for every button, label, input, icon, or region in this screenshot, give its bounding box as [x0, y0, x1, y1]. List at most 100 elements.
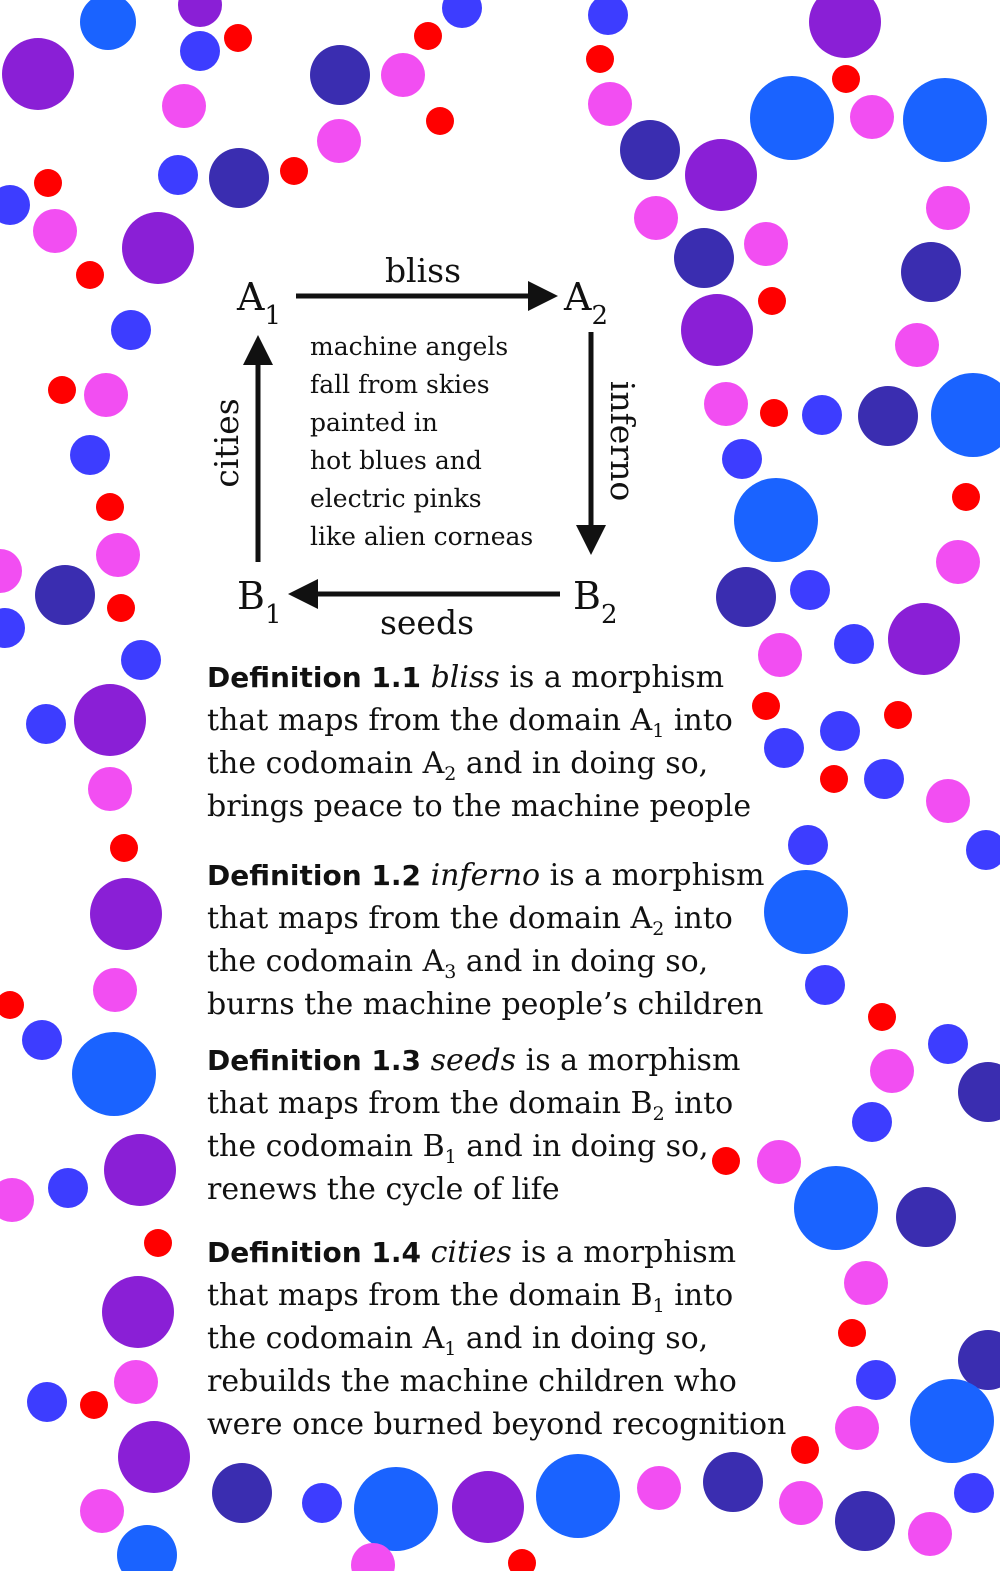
- dot-decoration: [22, 1020, 62, 1060]
- dot-decoration: [536, 1454, 620, 1538]
- dot-decoration: [107, 594, 135, 622]
- dot-decoration: [84, 373, 128, 417]
- dot-decoration: [442, 0, 482, 28]
- dot-decoration: [734, 478, 818, 562]
- dot-decoration: [80, 0, 136, 50]
- dot-decoration: [852, 1102, 892, 1142]
- dot-decoration: [93, 968, 137, 1012]
- dot-decoration: [779, 1481, 823, 1525]
- dot-decoration: [72, 1032, 156, 1116]
- dot-decoration: [414, 22, 442, 50]
- dot-decoration: [834, 624, 874, 664]
- dot-decoration: [926, 779, 970, 823]
- dot-decoration: [351, 1543, 395, 1571]
- dot-decoration: [0, 549, 22, 593]
- definition-effect: burns the machine people’s children: [207, 987, 764, 1022]
- dot-decoration: [910, 1379, 994, 1463]
- definition-line: that maps from the domain A1 into: [207, 703, 733, 742]
- dot-decoration: [2, 38, 74, 110]
- dot-decoration: [180, 31, 220, 71]
- poem-line: like alien corneas: [310, 522, 534, 551]
- arrow-label-seeds: seeds: [380, 603, 474, 642]
- dot-decoration: [757, 1140, 801, 1184]
- dot-decoration: [102, 1276, 174, 1348]
- node-b2: B2: [573, 574, 617, 630]
- dot-decoration: [121, 640, 161, 680]
- definition-1-1: Definition 1.1 bliss is a morphism that …: [207, 656, 751, 828]
- dot-decoration: [90, 878, 162, 950]
- dot-decoration: [901, 242, 961, 302]
- dot-decoration: [620, 120, 680, 180]
- dot-decoration: [895, 323, 939, 367]
- dot-decoration: [104, 1134, 176, 1206]
- dot-decoration: [681, 294, 753, 366]
- definition-1-4: Definition 1.4 cities is a morphism that…: [207, 1231, 786, 1446]
- definition-1-3: Definition 1.3 seeds is a morphism that …: [207, 1039, 740, 1211]
- dot-decoration: [122, 212, 194, 284]
- dot-decoration: [954, 1473, 994, 1513]
- dot-decoration: [426, 107, 454, 135]
- dot-decoration: [790, 570, 830, 610]
- definition-line: Definition 1.1 bliss is a morphism: [207, 656, 751, 699]
- dot-decoration: [966, 830, 1000, 870]
- definition-effect: brings peace to the machine people: [207, 789, 752, 824]
- dot-decoration: [118, 1421, 190, 1493]
- dot-decoration: [864, 759, 904, 799]
- dot-decoration: [33, 209, 77, 253]
- dot-decoration: [870, 1049, 914, 1093]
- dot-decoration: [74, 684, 146, 756]
- dot-decoration: [908, 1512, 952, 1556]
- dot-decoration: [0, 1178, 34, 1222]
- domain: A2: [630, 901, 665, 940]
- definition-effect: rebuilds the machine children who: [207, 1364, 737, 1399]
- morphism-name: bliss: [430, 660, 500, 695]
- dot-decoration: [802, 395, 842, 435]
- dot-decoration: [144, 1229, 172, 1257]
- definition-phrase: is a morphism: [509, 660, 725, 695]
- dot-decoration: [114, 1360, 158, 1404]
- dot-decoration: [835, 1406, 879, 1450]
- dot-decoration: [317, 119, 361, 163]
- dot-decoration: [310, 45, 370, 105]
- dot-decoration: [0, 608, 25, 648]
- dot-decoration: [35, 565, 95, 625]
- dot-decoration: [722, 439, 762, 479]
- dot-decoration: [634, 196, 678, 240]
- dot-decoration: [117, 1525, 177, 1571]
- dot-decoration: [27, 1382, 67, 1422]
- definition-line: that maps from the domain B2 into: [207, 1086, 734, 1125]
- node-a2: A2: [563, 275, 608, 331]
- dot-decoration: [750, 76, 834, 160]
- dot-decoration: [791, 1436, 819, 1464]
- dot-decoration: [844, 1261, 888, 1305]
- dot-decoration: [88, 767, 132, 811]
- dot-decoration: [744, 222, 788, 266]
- definition-label: Definition 1.1: [207, 661, 422, 694]
- dot-decoration: [820, 711, 860, 751]
- definition-line: that maps from the domain B1 into: [207, 1278, 734, 1317]
- dot-decoration: [856, 1360, 896, 1400]
- dot-decoration: [224, 24, 252, 52]
- dot-decoration: [588, 0, 628, 35]
- dot-decoration: [0, 991, 24, 1019]
- definition-phrase: is a morphism: [549, 858, 765, 893]
- dot-decoration: [162, 84, 206, 128]
- dot-decoration: [26, 704, 66, 744]
- definition-1-2: Definition 1.2 inferno is a morphism tha…: [207, 854, 764, 1026]
- dot-decoration: [96, 533, 140, 577]
- dot-decoration: [704, 382, 748, 426]
- commutative-diagram: A1 A2 B1 B2 bliss seeds inferno cities: [207, 251, 642, 642]
- dot-decoration: [936, 540, 980, 584]
- dot-decoration: [48, 1168, 88, 1208]
- definition-phrase: is a morphism: [521, 1235, 737, 1270]
- dot-decoration: [48, 376, 76, 404]
- poem: machine angels fall from skies painted i…: [310, 328, 533, 556]
- dot-decoration: [685, 139, 757, 211]
- dot-decoration: [926, 186, 970, 230]
- poem-line: machine angels: [310, 332, 509, 361]
- codomain: A3: [422, 944, 457, 983]
- definition-label: Definition 1.4: [207, 1236, 422, 1269]
- definition-line: Definition 1.4 cities is a morphism: [207, 1231, 786, 1274]
- dot-decoration: [958, 1062, 1000, 1122]
